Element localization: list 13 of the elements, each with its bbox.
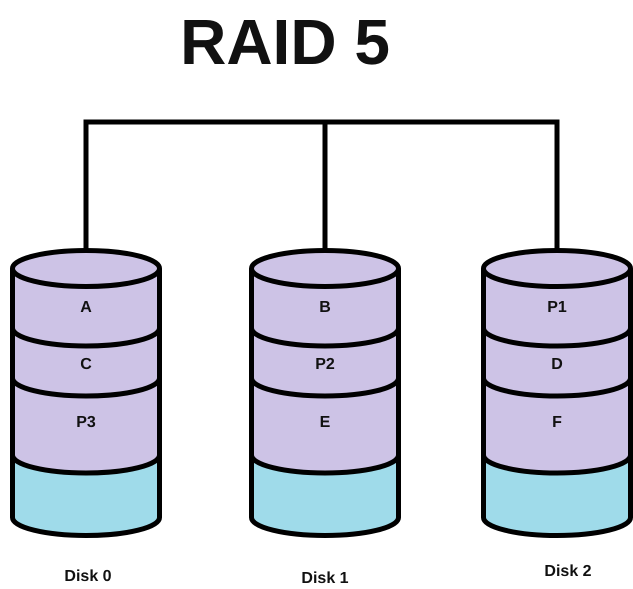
block-label: C bbox=[80, 356, 92, 374]
block-label: P2 bbox=[315, 356, 335, 374]
block-label: E bbox=[320, 414, 330, 432]
block-label: A bbox=[80, 299, 92, 317]
block-label: F bbox=[552, 414, 562, 432]
disk-label: Disk 2 bbox=[544, 563, 592, 581]
disk-label: Disk 0 bbox=[64, 568, 112, 586]
block-label: B bbox=[319, 299, 331, 317]
block-label: P3 bbox=[76, 414, 96, 432]
disk-label: Disk 1 bbox=[301, 570, 349, 588]
block-label: P1 bbox=[547, 299, 567, 317]
title: RAID 5 bbox=[179, 5, 391, 80]
block-label: D bbox=[551, 356, 563, 374]
